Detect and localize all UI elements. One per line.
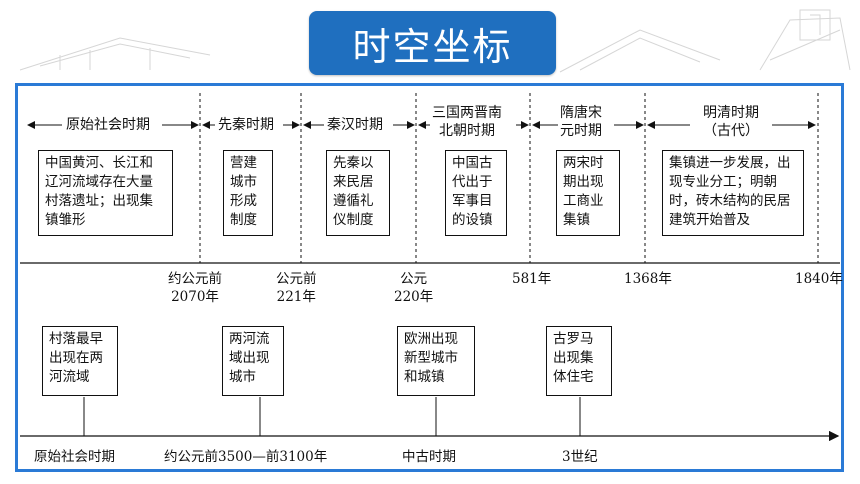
period-sui-tang: 隋唐宋 元时期 bbox=[558, 104, 604, 140]
tick-1368: 1368年 bbox=[624, 271, 672, 287]
box-qin-han: 先秦以来民居遵循礼仪制度 bbox=[326, 150, 390, 236]
period-primitive: 原始社会时期 bbox=[64, 116, 152, 134]
label-3rd-century: 3世纪 bbox=[562, 449, 598, 465]
box-rome-housing: 古罗马出现集体住宅 bbox=[546, 326, 612, 396]
period-qin-han: 秦汉时期 bbox=[325, 116, 385, 134]
box-sui-tang: 两宋时期出现工商业集镇 bbox=[556, 150, 620, 236]
label-primitive-era: 原始社会时期 bbox=[34, 449, 115, 465]
tick-1840: 1840年 bbox=[795, 271, 843, 287]
timeline-frame bbox=[15, 83, 844, 472]
page-title: 时空坐标 bbox=[309, 11, 556, 75]
box-two-rivers-cities: 两河流域出现城市 bbox=[222, 326, 284, 396]
tick-2070bc: 约公元前 2070年 bbox=[168, 271, 222, 305]
box-two-rivers-villages: 村落最早出现在两河流域 bbox=[42, 326, 118, 396]
tick-221bc: 公元前 221年 bbox=[276, 271, 317, 305]
box-pre-qin: 营建城市形成制度 bbox=[223, 150, 273, 236]
period-pre-qin: 先秦时期 bbox=[216, 116, 276, 134]
period-ming-qing: 明清时期 （古代） bbox=[690, 104, 772, 140]
tick-581: 581年 bbox=[512, 271, 552, 287]
box-ming-qing: 集镇进一步发展，出现专业分工；明朝时，砖木结构的民居建筑开始普及 bbox=[662, 150, 804, 236]
box-primitive: 中国黄河、长江和辽河流域存在大量村落遗址；出现集镇雏形 bbox=[38, 150, 173, 236]
label-middle-ages: 中古时期 bbox=[402, 449, 456, 465]
label-3500bc: 约公元前3500—前3100年 bbox=[164, 449, 328, 465]
period-three-kingdoms: 三国两晋南 北朝时期 bbox=[430, 104, 504, 140]
box-three-kingdoms: 中国古代出于军事目的设镇 bbox=[445, 150, 507, 236]
tick-220ad: 公元 220年 bbox=[394, 271, 434, 305]
box-europe-towns: 欧洲出现新型城市和城镇 bbox=[397, 326, 475, 396]
architecture-sketch-decoration bbox=[19, 9, 851, 73]
